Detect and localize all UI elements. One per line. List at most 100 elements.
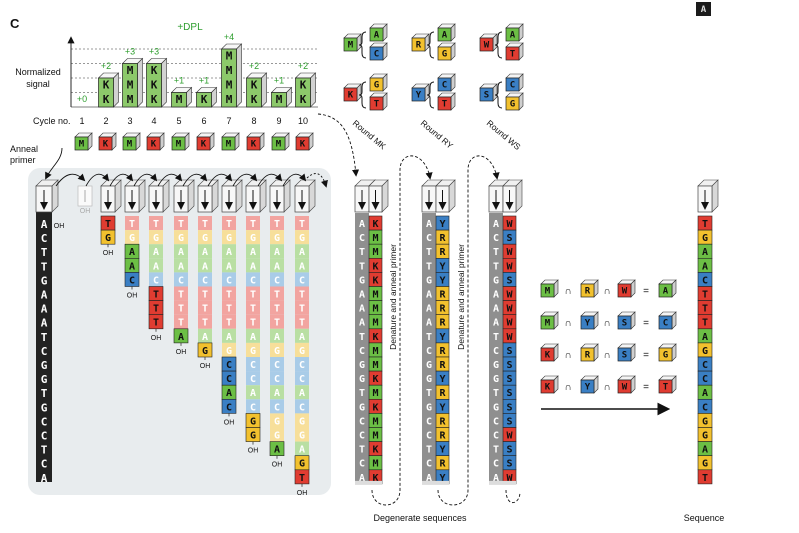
round-ws-template-base: T	[493, 388, 499, 399]
round-ws-template-base: C	[493, 346, 499, 357]
faded-base	[246, 371, 260, 386]
final-base-letter: T	[702, 304, 708, 315]
faded-letter: A	[299, 332, 305, 343]
code-base	[505, 96, 520, 111]
cycle-cube	[221, 136, 236, 151]
faded-letter: A	[299, 261, 305, 272]
faded-letter: T	[178, 290, 184, 301]
faded-base	[246, 244, 260, 259]
template-base: C	[41, 458, 48, 471]
bar	[146, 63, 162, 108]
round-ws-template-base: T	[493, 332, 499, 343]
code-cube-letter: S	[484, 91, 489, 101]
final-base-letter: A	[702, 445, 708, 456]
round-ry-base-letter: Y	[439, 445, 445, 456]
faded-letter: A	[202, 261, 208, 272]
round-ry-base-letter: R	[439, 388, 446, 399]
equals-op: =	[643, 350, 649, 361]
faded-letter: A	[178, 261, 184, 272]
cycle-cube-letter: M	[226, 140, 232, 150]
faded-letter: A	[299, 247, 305, 258]
faded-letter: C	[202, 275, 208, 286]
faded-base	[270, 230, 284, 245]
cycle-tick: 3	[127, 116, 132, 126]
faded-base	[295, 300, 309, 315]
cycle-cube-letter: M	[79, 140, 85, 150]
faded-letter: C	[153, 275, 159, 286]
faded-letter: G	[299, 416, 305, 427]
cycle-loop	[157, 173, 183, 187]
round-ws-base-letter: W	[506, 332, 513, 343]
cycle-tick: 10	[298, 116, 308, 126]
new-letter: A	[226, 388, 232, 399]
bar	[246, 77, 262, 108]
round-mk-base-letter: K	[372, 445, 378, 456]
rule-cube	[540, 283, 555, 298]
column-primer-side	[283, 179, 291, 213]
faded-letter: T	[226, 318, 232, 329]
final-base-letter: G	[702, 346, 708, 357]
code-base-letter: C	[374, 50, 379, 60]
rule-cube	[580, 347, 595, 362]
round-mk-template-base: A	[359, 290, 365, 301]
round-mk-base-letter: M	[372, 416, 378, 427]
cycle-cube-letter: K	[151, 140, 157, 150]
cycle-loop	[85, 173, 110, 187]
equals-op: =	[643, 382, 649, 393]
bar-side	[236, 43, 242, 108]
round-mk-template-base: A	[359, 318, 365, 329]
final-base-letter: A	[702, 261, 708, 272]
new-letter: G	[105, 233, 111, 244]
round-ry-base-letter: R	[439, 431, 446, 442]
final-base-letter: C	[702, 402, 708, 413]
oh-label: OH	[272, 462, 283, 469]
final-base-letter: A	[702, 388, 708, 399]
new-letter: G	[202, 346, 208, 357]
round-mk-template-base: G	[359, 402, 365, 413]
rule-cube	[580, 379, 595, 394]
faded-letter: G	[274, 416, 280, 427]
round-ws-template-base: T	[493, 445, 499, 456]
code-base	[369, 46, 384, 61]
round-ws-template-base: T	[493, 261, 499, 272]
rule-cube	[540, 315, 555, 330]
cycle-tick: 7	[226, 116, 231, 126]
round-mk-base-letter: M	[372, 304, 378, 315]
bar	[196, 92, 212, 108]
loop-1	[371, 155, 433, 506]
cycle-tick: 8	[251, 116, 256, 126]
bar	[98, 77, 114, 108]
round-ws-template-base: C	[493, 233, 499, 244]
round-ry-base-letter: R	[439, 346, 446, 357]
cycle-loop	[133, 173, 158, 187]
round-ws-base-letter: S	[506, 275, 512, 286]
template-base: A	[41, 472, 48, 485]
round-ws-template-base: C	[493, 459, 499, 470]
round-mk-base-letter: M	[372, 290, 378, 301]
new-letter: A	[129, 261, 135, 272]
faded-base	[222, 244, 236, 259]
faded-letter: A	[299, 388, 305, 399]
sequence-label: Sequence	[684, 513, 725, 523]
template-base: A	[41, 317, 48, 330]
faded-letter: T	[202, 290, 208, 301]
cycle-cube	[146, 136, 161, 151]
round-ws-base-letter: S	[506, 402, 512, 413]
new-letter: G	[250, 416, 256, 427]
round-ry-template-base: T	[426, 261, 432, 272]
faded-base	[198, 314, 212, 329]
cycle-loop	[182, 173, 208, 187]
new-letter: A	[129, 247, 135, 258]
faded-letter: T	[226, 219, 232, 230]
faded-base	[149, 216, 163, 231]
final-base-letter: C	[702, 275, 708, 286]
cycle-cube-letter: M	[176, 140, 182, 150]
faded-base	[295, 385, 309, 400]
column-primer-side	[259, 179, 267, 213]
faded-letter: G	[250, 346, 256, 357]
faded-letter: A	[250, 261, 256, 272]
round-label: Round WS	[485, 118, 523, 152]
faded-base	[270, 371, 284, 386]
cycle-tick: 6	[201, 116, 206, 126]
